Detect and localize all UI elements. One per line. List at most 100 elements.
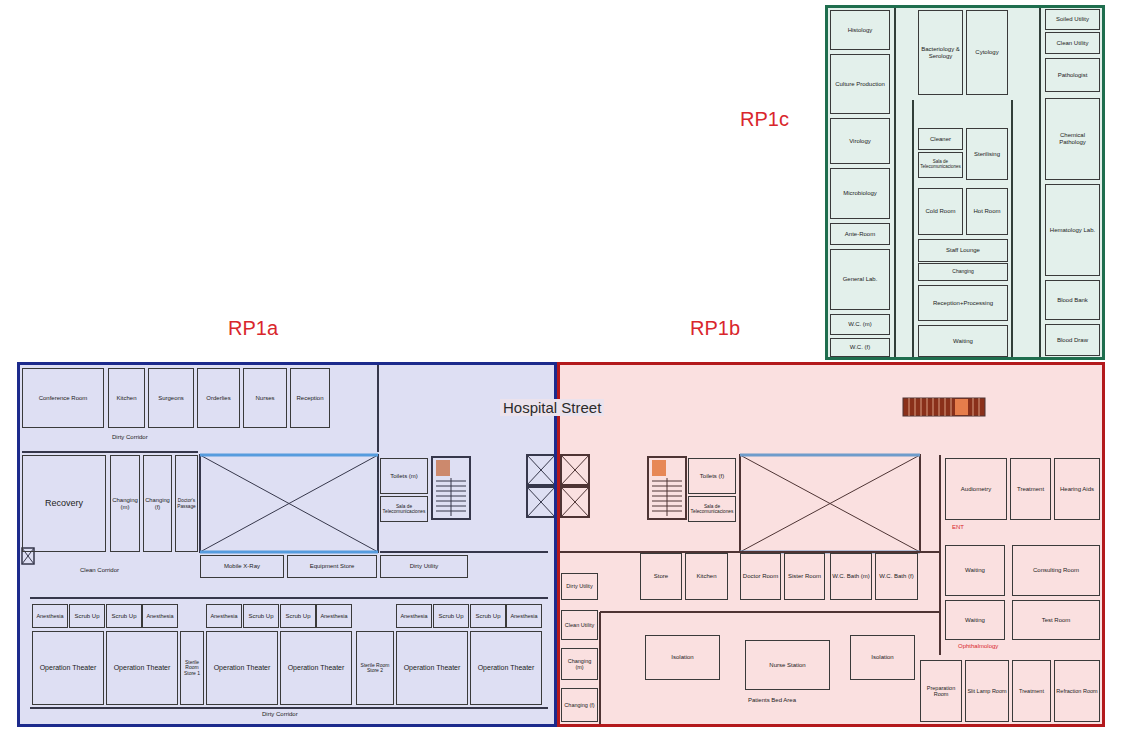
- room-name: Clean Utility: [1056, 40, 1088, 47]
- wing-heading: RP1c: [740, 108, 789, 131]
- room-name: Scrub Up: [248, 613, 273, 620]
- room-box: Histology: [830, 10, 890, 50]
- room-name: Dirty Utility: [410, 563, 439, 570]
- wing-region: RP1aConference RoomKitchenSurgeonsOrderl…: [17, 362, 557, 727]
- room-name: Scrub Up: [438, 613, 463, 620]
- room-box: Preparation Room: [920, 660, 962, 722]
- room-name: Kitchen: [116, 395, 136, 402]
- wing-region: RP1bToilets (f)Sala de Telecomunicacione…: [557, 362, 1105, 727]
- room-box: General Lab.: [830, 249, 890, 310]
- room-box: Reception+Processing: [918, 285, 1008, 321]
- room-box: Changing (m): [561, 648, 598, 680]
- room-box: Operation Theater: [280, 631, 352, 705]
- room-name: W.C. Bath (m): [832, 573, 870, 580]
- room-box: Hearing Aids: [1054, 458, 1100, 520]
- area-label: Patients Bed Area: [748, 697, 796, 704]
- room-box: Slit Lamp Room: [965, 660, 1009, 722]
- room-name: Isolation: [871, 654, 893, 661]
- room-box: Refraction Room: [1054, 660, 1100, 722]
- room-box: Bacteriology & Serology: [918, 10, 963, 95]
- room-box: Dirty Utility: [561, 573, 598, 600]
- room-name: Bacteriology & Serology: [920, 46, 961, 59]
- room-box: Waiting: [945, 600, 1005, 640]
- room-box: Operation Theater: [106, 631, 178, 705]
- room-box: Toilets (f): [688, 458, 736, 494]
- room-box: Treatment: [1012, 660, 1051, 722]
- room-box: Kitchen: [685, 553, 728, 600]
- room-box: Sterile Room Store 1: [180, 631, 204, 705]
- room-box: Scrub Up: [243, 604, 279, 628]
- room-name: Blood Bank: [1057, 297, 1088, 304]
- room-name: Nurses: [255, 395, 274, 402]
- room-box: Operation Theater: [32, 631, 104, 705]
- room-name: Cold Room: [925, 208, 955, 215]
- room-box: Culture Production: [830, 54, 890, 114]
- room-box: Scrub Up: [433, 604, 469, 628]
- room-name: Isolation: [671, 654, 693, 661]
- room-name: Preparation Room: [922, 685, 960, 697]
- room-box: Staff Lounge: [918, 239, 1008, 262]
- room-name: Anesthesia: [400, 613, 427, 619]
- room-box: Changing (m): [110, 455, 140, 552]
- room-name: Soiled Utility: [1056, 16, 1089, 23]
- room-name: Nurse Station: [769, 662, 805, 669]
- room-box: W.C. (m): [830, 314, 890, 335]
- room-name: Culture Production: [835, 81, 885, 88]
- room-box: Cytology: [966, 10, 1008, 95]
- room-box: Clean Utility: [561, 610, 598, 640]
- room-name: Audiometry: [961, 486, 991, 493]
- room-box: Anesthesia: [396, 604, 432, 628]
- room-name: Cytology: [975, 49, 998, 56]
- room-name: Waiting: [965, 567, 985, 574]
- room-box: Equipment Store: [287, 555, 377, 578]
- room-name: Hearing Aids: [1060, 486, 1094, 493]
- room-box: Hematology Lab.: [1045, 184, 1100, 276]
- room-name: Changing (m): [112, 497, 138, 510]
- room-name: Anesthesia: [36, 613, 63, 619]
- room-name: Sala de Telecomunicaciones: [920, 160, 961, 170]
- room-name: Recovery: [45, 499, 83, 509]
- room-name: Chemical Pathology: [1047, 132, 1098, 145]
- room-box: Blood Draw: [1045, 324, 1100, 356]
- room-box: Isolation: [645, 635, 720, 680]
- room-name: Ante-Room: [845, 231, 875, 238]
- room-name: Operation Theater: [114, 664, 171, 672]
- room-box: Consulting Room: [1012, 545, 1100, 596]
- room-name: Treatment: [1019, 688, 1044, 694]
- room-name: Conference Room: [39, 395, 88, 402]
- room-box: Sterilising: [966, 128, 1008, 180]
- room-name: Sterile Room Store 1: [182, 660, 202, 677]
- room-name: Sterilising: [974, 151, 1000, 158]
- room-box: Cold Room: [918, 188, 963, 235]
- room-name: Anesthesia: [146, 613, 173, 619]
- room-box: Test Room: [1012, 600, 1100, 640]
- room-box: Doctor Room: [740, 553, 781, 600]
- room-box: Dirty Utility: [380, 555, 468, 578]
- room-box: Soiled Utility: [1045, 9, 1100, 30]
- area-label: Dirty Corridor: [112, 434, 148, 441]
- room-name: Refraction Room: [1056, 688, 1097, 694]
- wing-region: RP1cHistologyCulture ProductionVirologyM…: [825, 5, 1105, 360]
- room-box: Orderlies: [197, 368, 240, 428]
- room-name: Sala de Telecomunicaciones: [690, 504, 734, 514]
- room-name: Test Room: [1042, 617, 1071, 624]
- room-name: Operation Theater: [288, 664, 345, 672]
- room-name: Sterile Room Store 2: [358, 663, 392, 674]
- room-box: Nurses: [243, 368, 287, 428]
- room-box: W.C. (f): [830, 338, 890, 357]
- room-name: Operation Theater: [214, 664, 271, 672]
- room-name: Staff Lounge: [946, 247, 980, 254]
- area-label: Dirty Corridor: [262, 711, 298, 718]
- room-name: Blood Draw: [1057, 337, 1088, 344]
- room-name: Histology: [848, 27, 873, 34]
- room-name: Sister Room: [788, 573, 821, 580]
- room-name: Scrub Up: [74, 613, 99, 620]
- room-box: Operation Theater: [470, 631, 542, 705]
- room-box: Kitchen: [108, 368, 145, 428]
- room-box: Scrub Up: [280, 604, 316, 628]
- room-name: Doctor Room: [743, 573, 778, 580]
- room-name: Toilets (f): [700, 473, 724, 480]
- room-name: Changing (f): [564, 702, 594, 708]
